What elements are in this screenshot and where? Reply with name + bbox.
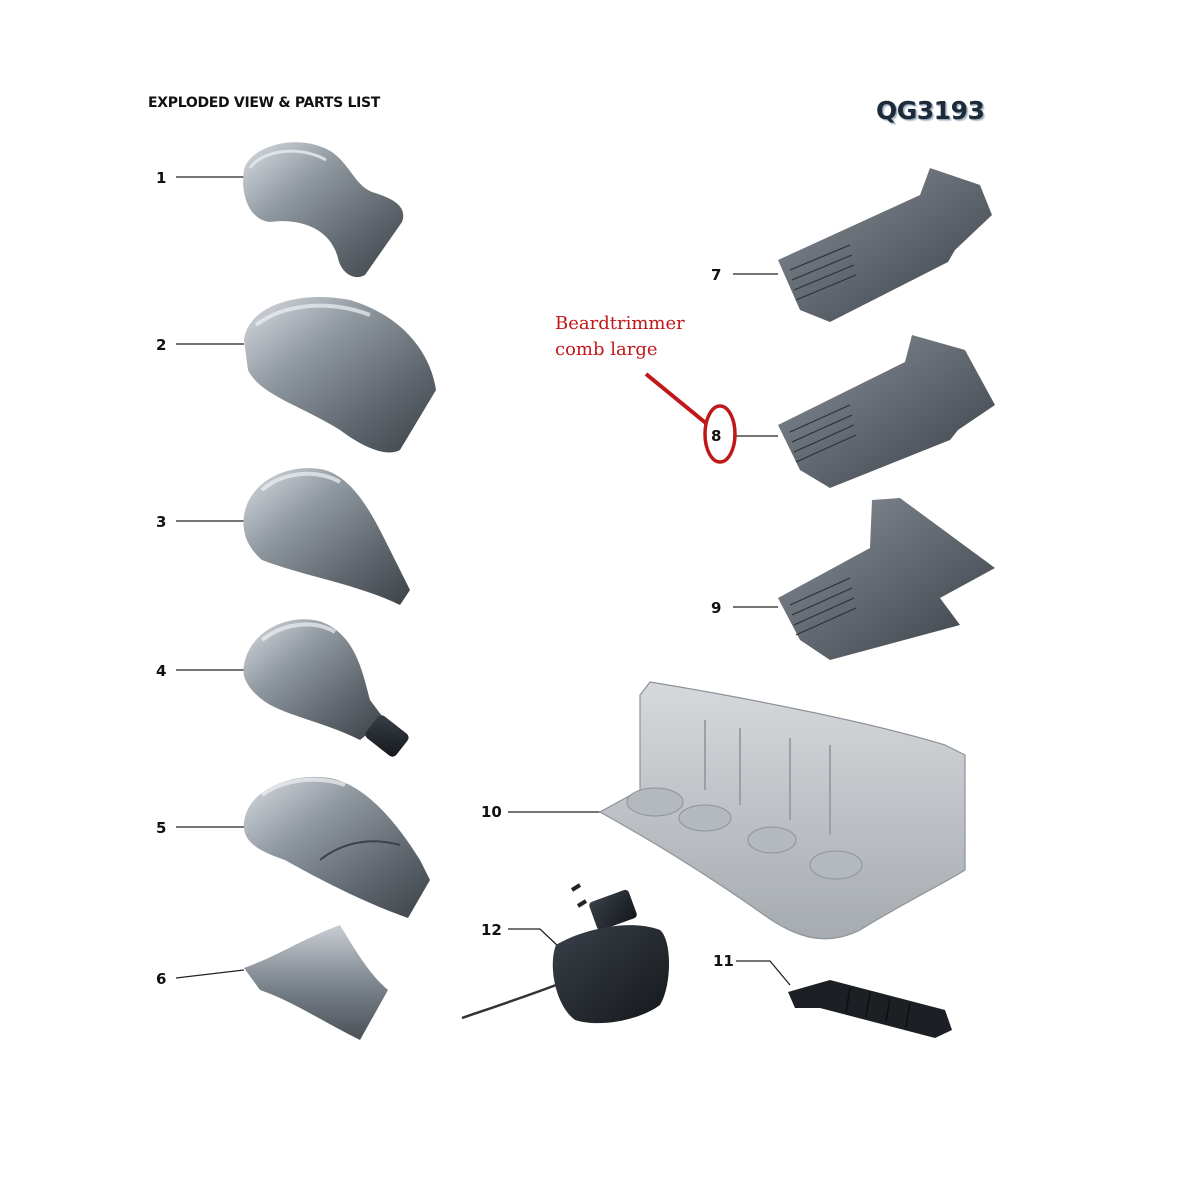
part-number-1: 1: [156, 169, 167, 187]
part-number-3: 3: [156, 513, 167, 531]
part-number-9: 9: [711, 599, 722, 617]
page-title: EXPLODED VIEW & PARTS LIST: [148, 95, 381, 111]
part-1-housing: [243, 142, 404, 278]
part-number-12: 12: [481, 921, 502, 939]
leader-lines: [175, 176, 791, 986]
callout-marker: [644, 372, 737, 464]
part-11-cleaning-brush: [788, 980, 952, 1038]
part-4-housing: [243, 619, 409, 757]
part-number-5: 5: [156, 819, 167, 837]
part-number-7: 7: [711, 266, 722, 284]
part-2-housing: [244, 296, 436, 453]
part-8-beardtrimmer-comb-large: [778, 335, 995, 488]
model-number: QG3193: [876, 96, 985, 125]
part-10-charging-stand: [598, 681, 966, 940]
part-12-power-adapter: [461, 883, 669, 1024]
part-9-comb: [778, 498, 995, 660]
part-number-10: 10: [481, 803, 502, 821]
callout-line-2: comb large: [555, 339, 658, 360]
part-5-housing: [243, 776, 430, 918]
part-7-comb: [778, 168, 992, 322]
part-number-8: 8: [711, 427, 722, 445]
part-number-2: 2: [156, 336, 167, 354]
part-6-trim-cap: [244, 925, 388, 1040]
part-3-housing: [243, 468, 410, 605]
callout-label: Beardtrimmer comb large: [555, 311, 685, 363]
callout-line-1: Beardtrimmer: [555, 313, 685, 334]
part-number-4: 4: [156, 662, 167, 680]
part-number-6: 6: [156, 970, 167, 988]
part-number-11: 11: [713, 952, 734, 970]
